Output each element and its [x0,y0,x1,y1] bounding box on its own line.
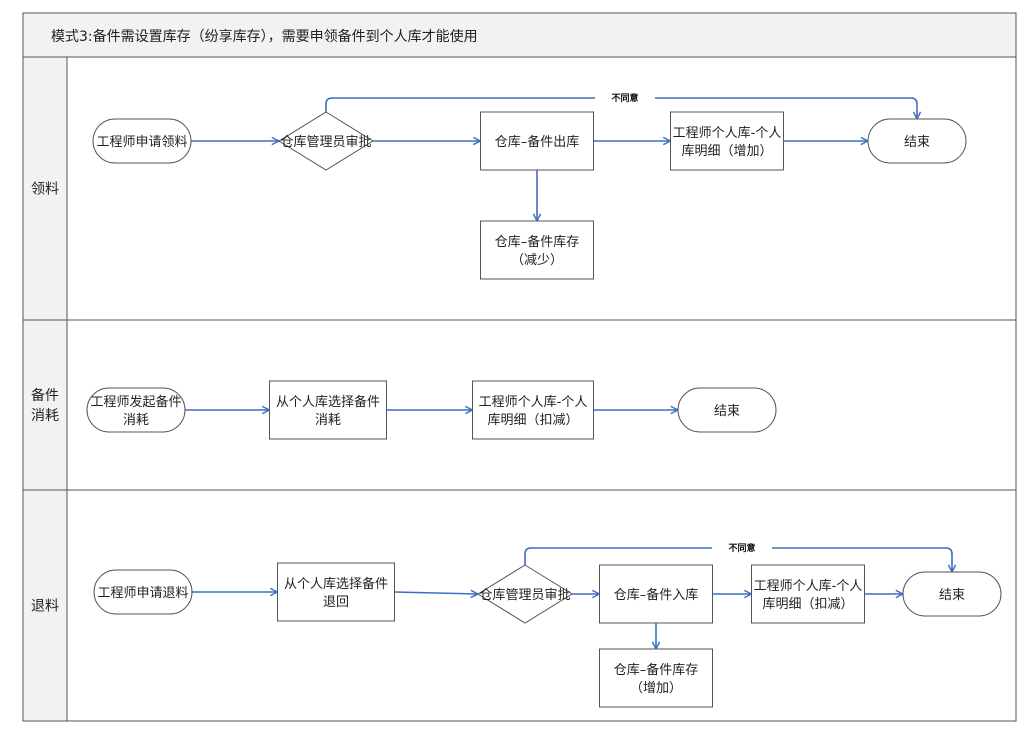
edge-n12-n13 [394,592,479,594]
node-n5-terminal [867,118,967,164]
node-label-n6: 仓库–备件库存 [495,234,580,250]
lane-body-lane-3 [66,489,1017,722]
lane-header-lane-2 [22,319,68,491]
node-label-n9: 工程师个人库-个人 [479,394,588,410]
node-n16-terminal [902,571,1002,617]
node-n14-process [599,564,713,624]
node-label-n9: 库明细（扣减） [487,412,578,428]
node-n2-decision [278,111,374,171]
node-label-n12: 退回 [323,595,349,610]
node-label-n3: 仓库–备件出库 [495,134,580,150]
node-label-n8: 消耗 [315,413,341,428]
node-label-n1: 工程师申请领料 [96,135,187,150]
edge-label-bg [595,91,655,105]
lane-header-lane-1 [22,56,68,321]
node-label-n10: 结束 [714,404,740,419]
lane-label-lane-2: 备件 [31,387,59,404]
node-label-n17: 仓库–备件库存 [614,662,699,678]
lane-body-lane-1 [66,56,1017,321]
node-n3-process [480,111,594,171]
lane-label-lane-1: 领料 [31,182,59,198]
node-label-n8: 从个人库选择备件 [276,394,380,410]
node-label-n7: 工程师发起备件 [90,394,181,410]
node-label-n15: 工程师个人库-个人 [754,578,863,594]
edge-label-n13-n16: 不同意 [728,542,755,554]
node-label-n2: 仓库管理员审批 [280,134,371,150]
edge-label-bg [712,541,772,555]
lane-label-lane-2: 消耗 [31,408,59,424]
node-label-n4: 工程师个人库-个人 [673,125,782,141]
node-n15-process [751,564,865,624]
lane-label-lane-3: 退料 [31,599,59,615]
node-n7-terminal [86,387,186,433]
node-n13-decision [477,564,573,624]
node-n17-process [599,648,713,708]
node-n1-terminal [92,118,192,164]
node-label-n5: 结束 [904,135,930,150]
node-label-n16: 结束 [939,588,965,603]
node-label-n11: 工程师申请退料 [97,586,188,601]
node-label-n15: 库明细（扣减） [762,596,853,612]
node-n10-terminal [677,387,777,433]
node-n4-process [670,111,784,171]
node-label-n7: 消耗 [123,413,149,428]
diagram-title: 模式3:备件需设置库存（纷享库存），需要申领备件到个人库才能使用 [51,28,478,45]
node-label-n17: （增加） [630,681,682,696]
node-label-n14: 仓库–备件入库 [614,587,699,603]
node-label-n12: 从个人库选择备件 [284,576,388,592]
node-label-n13: 仓库管理员审批 [479,587,570,603]
node-n9-process [472,380,594,440]
node-n8-process [269,380,387,440]
node-n11-terminal [93,569,193,615]
node-n6-process [480,220,594,280]
node-label-n4: 库明细（增加） [681,143,772,159]
node-n12-process [277,562,395,622]
edge-label-n2-n5: 不同意 [611,92,638,104]
title-bar [22,12,1017,58]
node-label-n6: （减少） [511,253,563,268]
